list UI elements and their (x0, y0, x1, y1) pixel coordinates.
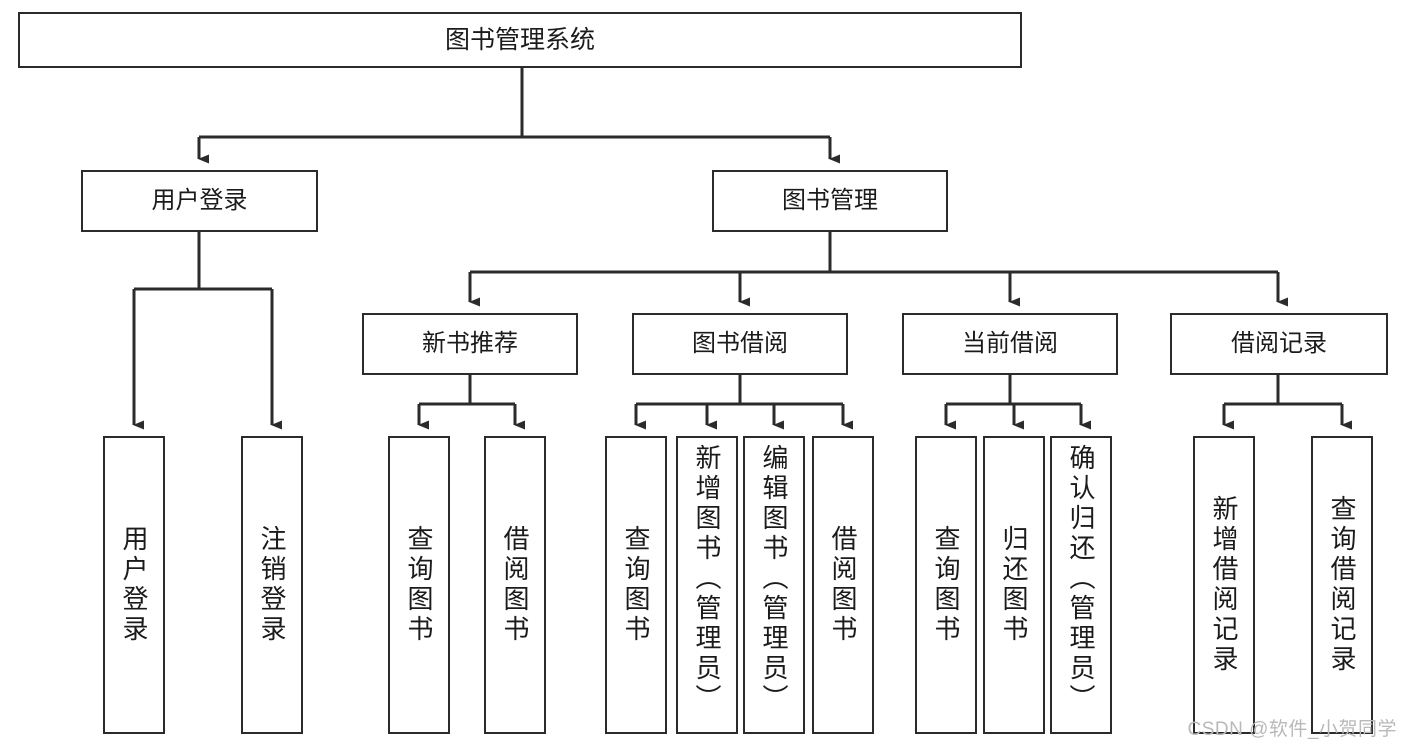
node-label: 借阅记录 (1231, 329, 1327, 357)
node-label: 查询图书 (931, 525, 961, 645)
node-label: 新增借阅记录 (1209, 495, 1239, 675)
node-borrow-record[interactable]: 借阅记录 (1170, 313, 1388, 375)
node-book-management[interactable]: 图书管理 (712, 170, 948, 232)
node-label: 图书管理系统 (444, 26, 595, 54)
node-label: 查询图书 (404, 525, 434, 645)
node-label: 借阅图书 (828, 525, 858, 645)
node-leaf-borrow-book-recommend[interactable]: 借阅图书 (484, 436, 546, 734)
node-leaf-borrow-book[interactable]: 借阅图书 (812, 436, 874, 734)
node-leaf-query-book-borrow[interactable]: 查询图书 (605, 436, 667, 734)
node-book-management-system[interactable]: 图书管理系统 (18, 12, 1022, 68)
node-label: 当前借阅 (962, 329, 1058, 357)
node-label: 新书推荐 (422, 329, 518, 357)
node-label: 查询图书 (621, 525, 651, 645)
node-label: 编辑图书（管理员） (759, 444, 789, 714)
node-leaf-query-borrow-record[interactable]: 查询借阅记录 (1311, 436, 1373, 734)
node-label: 确认归还（管理员） (1066, 444, 1096, 714)
node-label: 归还图书 (999, 525, 1029, 645)
node-label: 用户登录 (151, 186, 248, 214)
node-leaf-logout[interactable]: 注销登录 (241, 436, 303, 734)
node-label: 查询借阅记录 (1327, 495, 1357, 675)
node-leaf-return-book[interactable]: 归还图书 (983, 436, 1045, 734)
node-leaf-edit-book-admin[interactable]: 编辑图书（管理员） (743, 436, 805, 734)
node-leaf-add-borrow-record[interactable]: 新增借阅记录 (1193, 436, 1255, 734)
node-book-borrow[interactable]: 图书借阅 (632, 313, 848, 375)
node-user-login[interactable]: 用户登录 (81, 170, 318, 232)
node-leaf-add-book-admin[interactable]: 新增图书（管理员） (676, 436, 738, 734)
node-label: 图书借阅 (692, 329, 788, 357)
node-leaf-confirm-return-admin[interactable]: 确认归还（管理员） (1050, 436, 1112, 734)
node-current-borrow[interactable]: 当前借阅 (902, 313, 1118, 375)
node-leaf-query-book-recommend[interactable]: 查询图书 (388, 436, 450, 734)
node-label: 借阅图书 (500, 525, 530, 645)
node-leaf-query-book-current[interactable]: 查询图书 (915, 436, 977, 734)
node-label: 图书管理 (782, 186, 878, 214)
node-label: 新增图书（管理员） (692, 444, 722, 714)
node-label: 用户登录 (119, 525, 149, 645)
node-leaf-user-login[interactable]: 用户登录 (103, 436, 165, 734)
node-label: 注销登录 (257, 525, 287, 645)
node-new-book-recommend[interactable]: 新书推荐 (362, 313, 578, 375)
